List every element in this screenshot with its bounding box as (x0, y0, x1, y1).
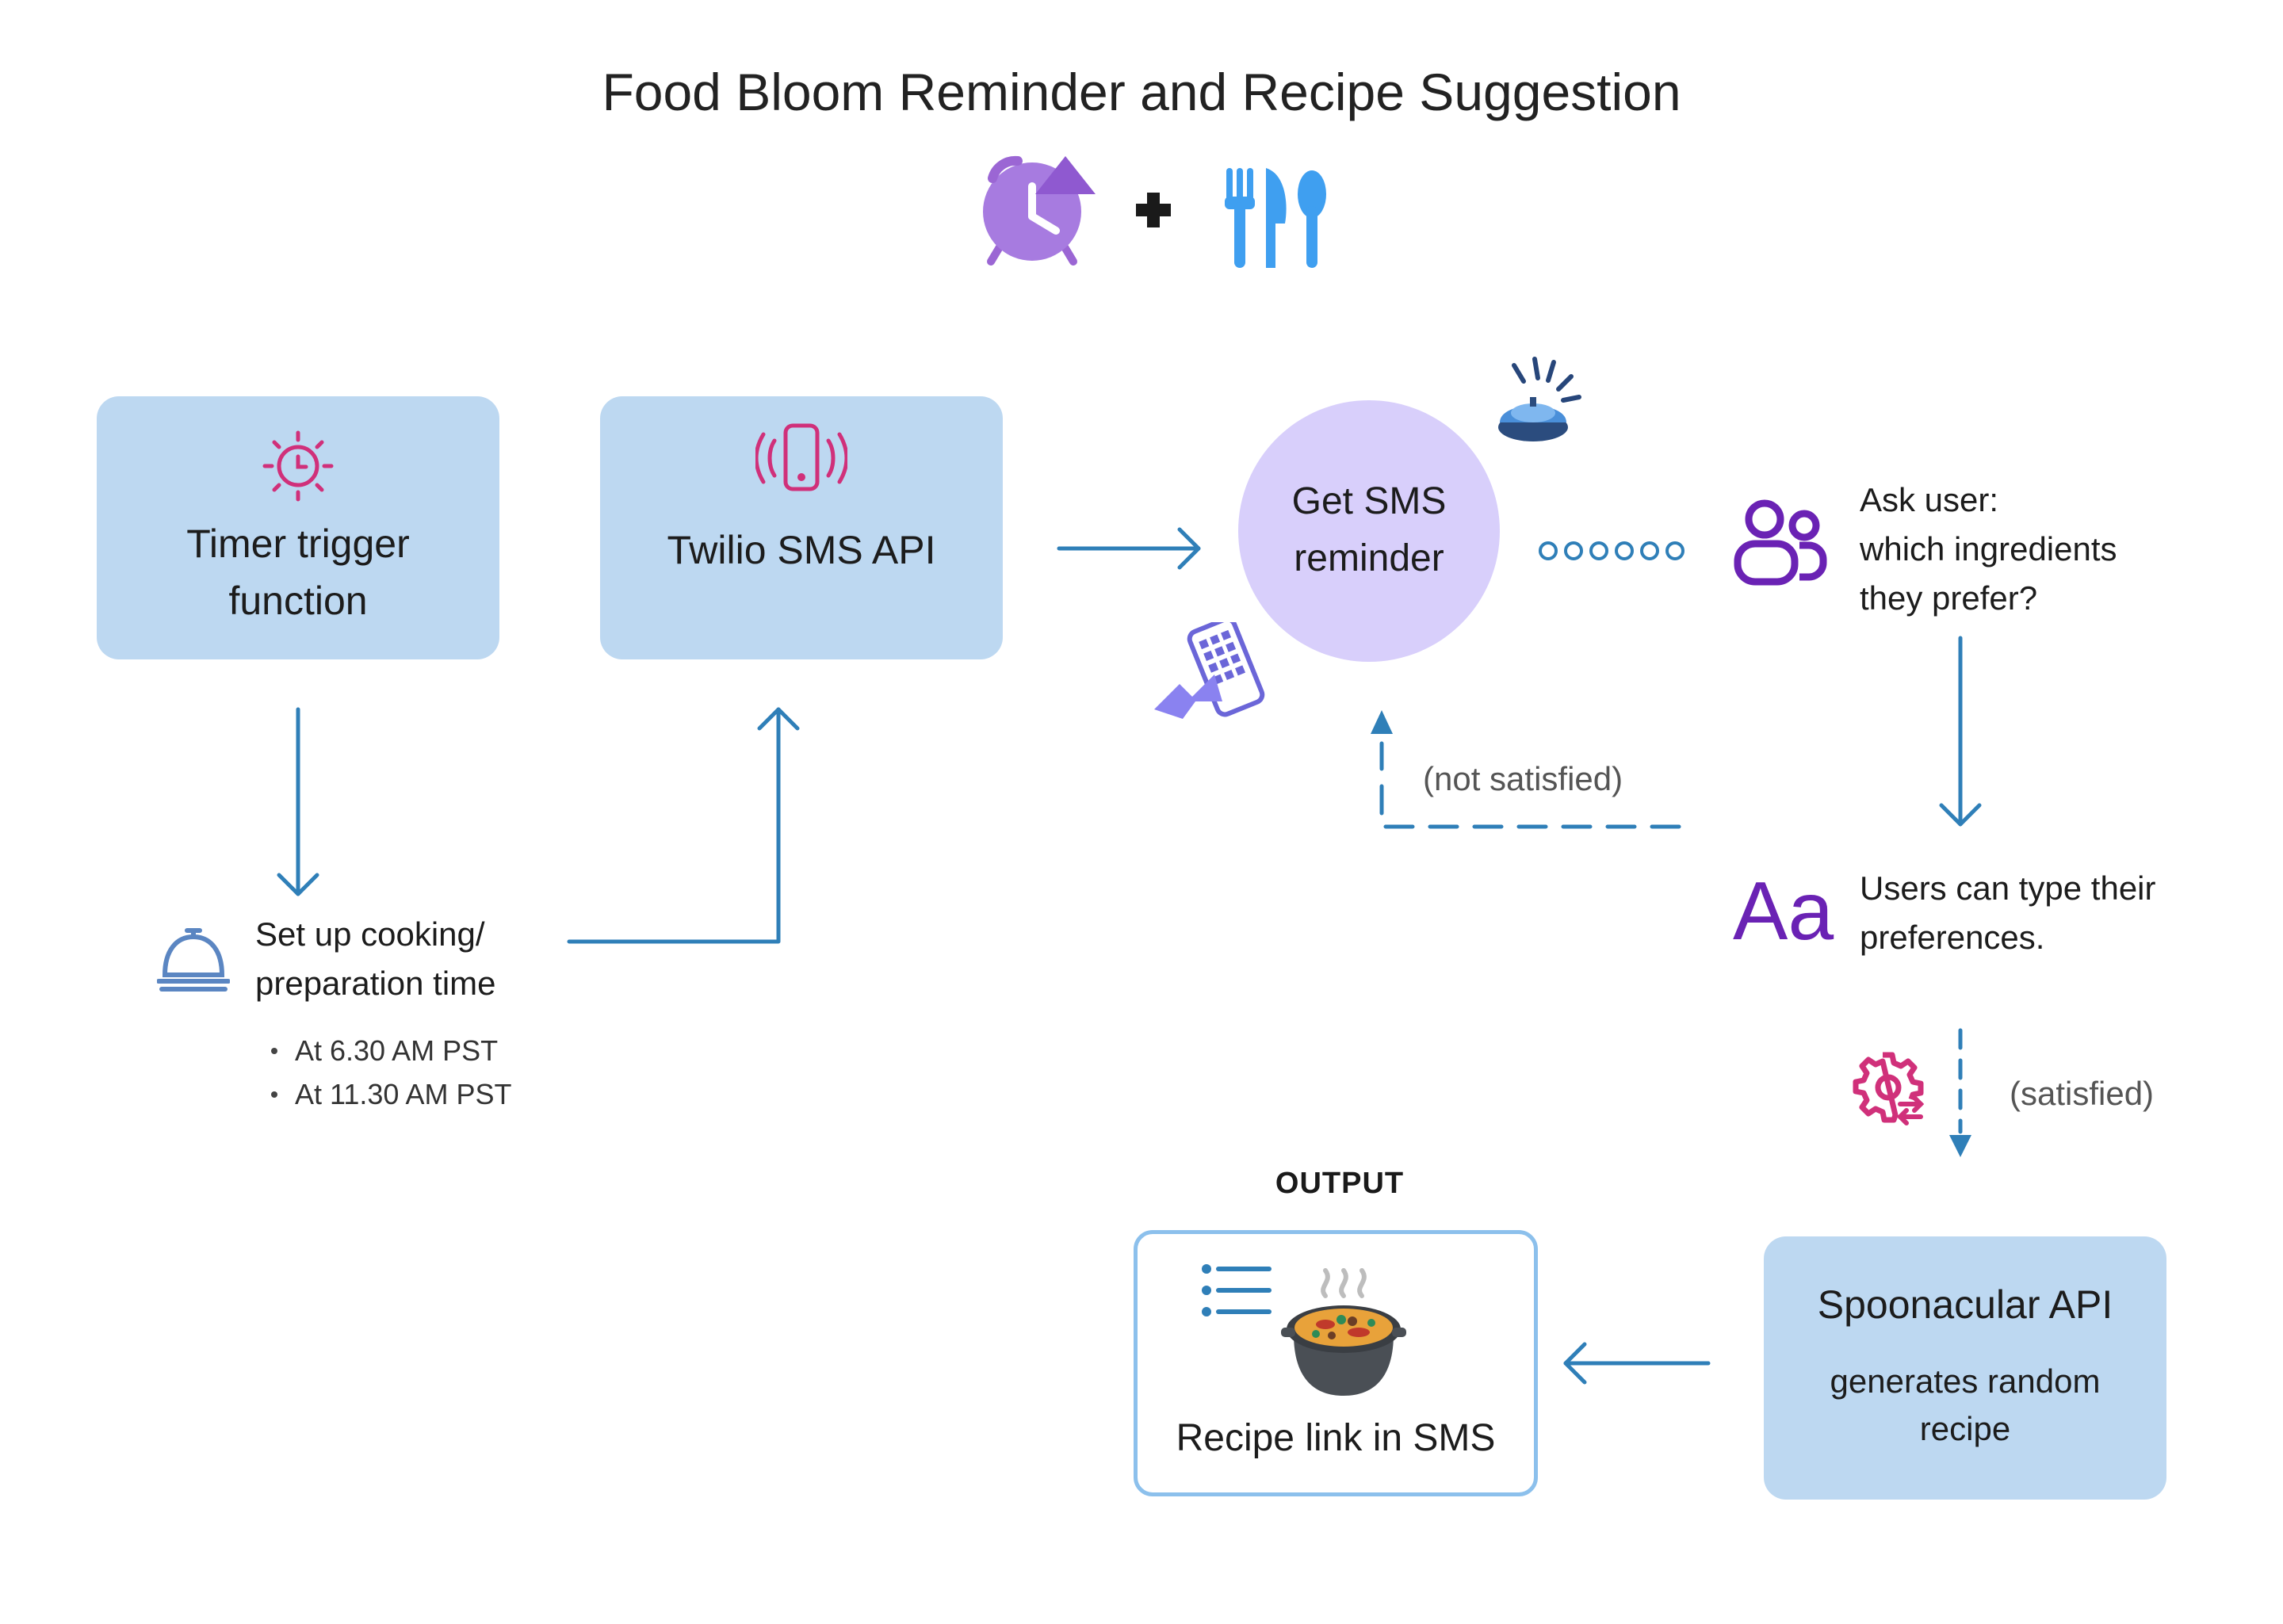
time-2: At 11.30 AM PST (295, 1078, 512, 1110)
arrow-spoon-to-output (1563, 1342, 1711, 1385)
arrow-twilio-to-sms (1057, 527, 1201, 570)
timer-label-line2: function (228, 579, 368, 623)
arrow-setup-to-twilio (567, 707, 800, 944)
satisfied-arrowhead (1949, 1135, 1971, 1157)
sms-label-line1: Get SMS (1291, 480, 1447, 522)
spoon-line1: generates random (1830, 1362, 2101, 1400)
phone-vibrate-icon (755, 423, 847, 491)
sun-clock-icon (262, 430, 334, 502)
call-bell-icon (1498, 357, 1581, 441)
spoonacular-api-box: Spoonacular API generates random recipe (1764, 1236, 2166, 1500)
diagram-title: Food Bloom Reminder and Recipe Suggestio… (602, 63, 1681, 121)
dotted-connector (1539, 541, 1685, 560)
arrow-timer-to-setup (277, 707, 319, 896)
typography-icon: Aa (1733, 865, 1834, 957)
recipe-output-box: Recipe link in SMS (1134, 1230, 1538, 1496)
ask-line2: which ingredients (1860, 530, 2117, 567)
get-sms-reminder-node: Get SMS reminder (1238, 400, 1500, 662)
output-heading: OUTPUT (1275, 1167, 1405, 1200)
not-satisfied-label: (not satisfied) (1423, 760, 1623, 797)
mobile-tap-icon (1154, 622, 1265, 719)
setup-line2: preparation time (255, 965, 496, 1002)
list-icon (1202, 1264, 1272, 1316)
ask-user-text: Ask user: which ingredients they prefer? (1860, 476, 2272, 623)
arrow-ask-to-type (1939, 636, 1982, 827)
sms-label-line2: reminder (1294, 537, 1444, 579)
spoon-line2: recipe (1919, 1410, 2011, 1447)
ask-line1: Ask user: (1860, 481, 1999, 518)
cutlery-icon (1225, 168, 1326, 268)
alarm-clock-icon (983, 155, 1096, 266)
users-icon (1734, 499, 1827, 586)
type-preferences-text: Users can type their preferences. (1860, 864, 2272, 962)
setup-line1: Set up cooking/ (255, 915, 485, 953)
type-line1: Users can type their (1860, 869, 2156, 907)
list-item: At 6.30 AM PST (271, 1029, 604, 1072)
time-1: At 6.30 AM PST (295, 1034, 499, 1067)
type-line2: preferences. (1860, 919, 2045, 956)
twilio-sms-api-box: Twilio SMS API (600, 396, 1003, 659)
output-label: Recipe link in SMS (1176, 1417, 1496, 1459)
list-item: At 11.30 AM PST (271, 1072, 604, 1116)
ask-line3: they prefer? (1860, 579, 2038, 617)
plus-icon (1136, 193, 1171, 227)
bell-icon (157, 928, 230, 992)
gear-sync-icon (1853, 1052, 1925, 1125)
not-satisfied-arrowhead (1371, 710, 1393, 734)
twilio-label: Twilio SMS API (667, 528, 936, 572)
spoon-label: Spoonacular API (1817, 1282, 2113, 1327)
setup-text: Set up cooking/ preparation time (255, 910, 620, 1008)
timer-trigger-box: Timer trigger function (97, 396, 499, 659)
timer-label-line1: Timer trigger (186, 522, 410, 566)
arrow-not-satisfied (1379, 741, 1681, 829)
setup-times-list: At 6.30 AM PST At 11.30 AM PST (271, 1029, 604, 1116)
cooking-pot-icon (1281, 1268, 1406, 1396)
satisfied-label: (satisfied) (2010, 1075, 2155, 1112)
